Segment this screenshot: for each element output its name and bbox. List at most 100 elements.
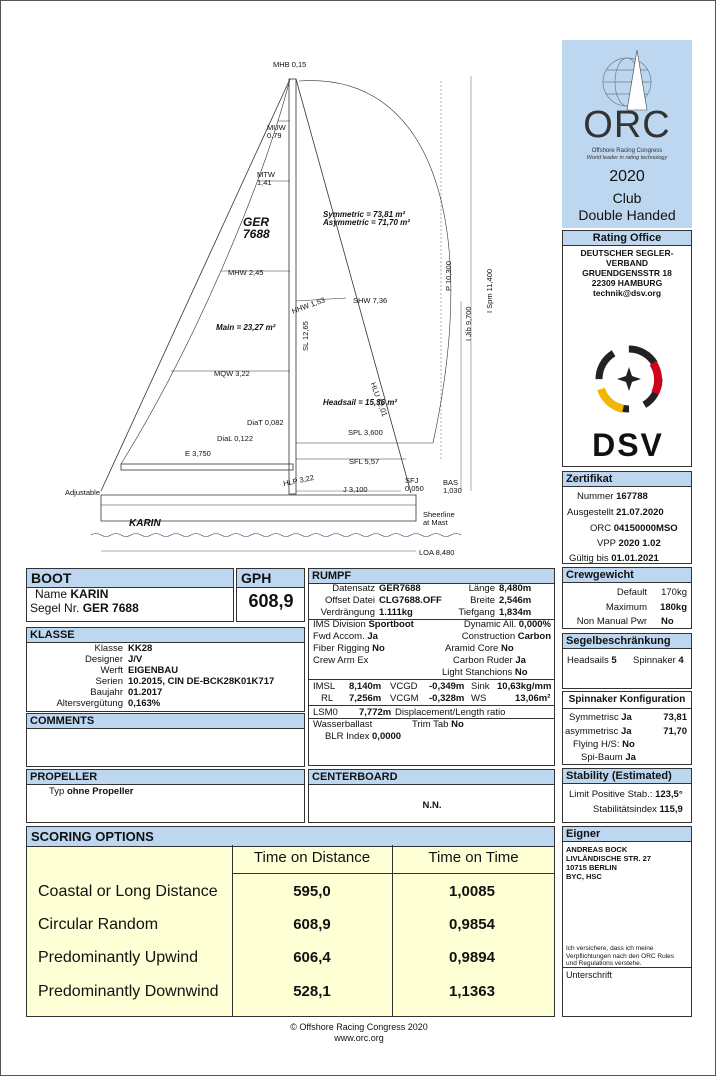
spin-sym-flag: Ja xyxy=(621,712,632,723)
label-ijib: I Jib 9,700 xyxy=(464,306,473,341)
rumpf-sink-label: Sink xyxy=(471,681,490,692)
rumpf-ims-value: Sportboot xyxy=(368,619,414,630)
rumpf-vcgm-value: -0,328m xyxy=(429,693,465,704)
propeller-typ: Typ ohne Propeller xyxy=(49,786,133,797)
crew-default-label: Default xyxy=(616,587,647,598)
propeller-typ-label: Typ xyxy=(49,786,65,797)
gph-box: GPH 608,9 xyxy=(236,568,305,622)
rumpf-dyn-value: 0,000% xyxy=(518,619,551,630)
stability-si: Stabilitätsindex 115,9 xyxy=(593,804,683,815)
boot-title: BOOT xyxy=(27,569,233,588)
eigner-declaration: Ich versichere, dass ich meine Verpflich… xyxy=(566,945,675,967)
klasse-box: KLASSE Klasse KK28 Designer J/V Werft EI… xyxy=(26,627,305,712)
stability-lps-label: Limit Positive Stab.: xyxy=(569,789,653,800)
rumpf-vcgm-label: VCGM xyxy=(390,693,419,704)
label-ger: GER 7688 xyxy=(243,215,270,241)
label-mhw: MHW 2,45 xyxy=(228,268,264,277)
label-dial: DiaL 0,122 xyxy=(217,434,253,443)
label-sfj: SFJ 0,050 xyxy=(405,476,424,493)
zertifikat-row-orc: ORC 04150000MSO xyxy=(590,523,678,534)
segel-box: Segelbeschränkung Headsails 5 Spinnaker … xyxy=(562,633,692,689)
rumpf-vcgd-value: -0,349m xyxy=(429,681,465,692)
spinnaker-sym: Symmetrisc Ja xyxy=(569,712,632,723)
rumpf-blr: BLR Index 0,0000 xyxy=(325,731,401,742)
boot-name: Name KARIN xyxy=(35,587,108,601)
footer-url: www.orc.org xyxy=(334,1033,384,1043)
klasse-value: J/V xyxy=(128,654,143,665)
label-mtw: MTW 1,41 xyxy=(257,170,275,187)
rumpf-box: RUMPF Datensatz GER7688 Offset Datei CLG… xyxy=(308,568,555,766)
boot-segel-value: GER 7688 xyxy=(82,601,139,615)
klasse-label: Baujahr xyxy=(90,687,123,698)
label-j: J 3,100 xyxy=(343,485,368,494)
zert-value: 167788 xyxy=(616,491,648,502)
scoring-row-label: Circular Random xyxy=(38,916,159,933)
rumpf-aramid-label: Aramid Core xyxy=(445,643,499,654)
rumpf-constr-value: Carbon xyxy=(517,631,551,642)
label-sfl: SFL 5,57 xyxy=(349,457,380,466)
zert-label: Gültig bis xyxy=(569,553,609,564)
mast-shape xyxy=(288,78,297,495)
crew-nmp-value: No xyxy=(661,616,674,627)
label-karin: KARIN xyxy=(129,518,161,529)
rumpf-rl-label: RL xyxy=(321,693,334,704)
rumpf-verdraengung-value: 1.111kg xyxy=(379,607,413,618)
rumpf-breite-label: Breite xyxy=(470,595,495,606)
spin-asym-label: asymmetrisc xyxy=(565,726,619,737)
zert-value: 2020 1.02 xyxy=(618,538,661,549)
segel-title: Segelbeschränkung xyxy=(563,634,691,649)
hull-shape xyxy=(100,494,417,522)
klasse-title: KLASSE xyxy=(27,628,304,643)
orc-class: Club xyxy=(612,190,642,206)
boot-name-label: Name xyxy=(35,587,68,601)
waterline xyxy=(90,533,462,537)
stability-si-value: 115,9 xyxy=(659,804,683,815)
rating-office-line: DEUTSCHER SEGLER- xyxy=(580,248,674,258)
comments-title: COMMENTS xyxy=(27,714,304,729)
spin-baum-value: Ja xyxy=(625,752,636,763)
rating-office-address: DEUTSCHER SEGLER- VERBAND GRUENDGENSSTR … xyxy=(563,246,691,298)
rumpf-aramid-value: No xyxy=(500,643,514,654)
scoring-row-tot: 1,0085 xyxy=(449,883,495,900)
spin-fly-label: Flying H/S: xyxy=(573,739,620,750)
orc-mode: Double Handed xyxy=(578,207,676,223)
label-diat: DiaT 0,082 xyxy=(247,418,284,427)
backstay-line xyxy=(100,78,291,492)
scoring-row-label: Predominantly Upwind xyxy=(38,949,199,966)
boot-segel: Segel Nr. GER 7688 xyxy=(30,601,139,615)
rumpf-tiefgang-label: Tiefgang xyxy=(458,607,495,618)
crew-nmp-label: Non Manual Pwr xyxy=(576,616,647,627)
rumpf-laenge-value: 8,480m xyxy=(499,583,532,594)
rumpf-fwd-label: Fwd Accom. xyxy=(313,631,365,642)
zert-label: ORC xyxy=(590,523,612,534)
gph-title: GPH xyxy=(237,569,304,588)
centerboard-title: CENTERBOARD xyxy=(309,770,554,785)
zert-label: Nummer xyxy=(577,491,614,502)
crew-max-label: Maximum xyxy=(605,602,647,613)
spinnaker-title: Spinnaker Konfiguration xyxy=(568,694,686,705)
rumpf-lsm-value: 7,772m xyxy=(359,707,392,718)
crewgewicht-box: Crewgewicht Default 170kg Maximum 180kg … xyxy=(562,567,692,629)
scoring-row-tot: 0,9894 xyxy=(449,949,495,966)
segel-headsails-label: Headsails xyxy=(567,655,609,666)
segel-headsails-value: 5 xyxy=(611,655,617,666)
stability-title: Stability (Estimated) xyxy=(563,769,691,784)
orc-logo-text: ORC xyxy=(583,104,671,146)
klasse-value: KK28 xyxy=(128,643,153,654)
eigner-line: LIVLÄNDISCHE STR. 27 xyxy=(566,854,652,863)
rumpf-fwd: Fwd Accom. Ja xyxy=(313,631,378,642)
rumpf-rl-value: 7,256m xyxy=(349,693,382,704)
label-sheer: Sheerline at Mast xyxy=(423,510,455,527)
zertifikat-row-ausgestellt: Ausgestellt 21.07.2020 xyxy=(567,507,664,518)
rumpf-laenge-label: Länge xyxy=(468,583,495,594)
zert-value: 01.01.2021 xyxy=(611,553,659,564)
rating-office-line: GRUENDGENSSTR 18 xyxy=(582,268,672,278)
rumpf-trim-label: Trim Tab xyxy=(412,719,449,730)
scoring-col-tod: Time on Distance xyxy=(253,849,371,866)
segel-spinnaker-label: Spinnaker xyxy=(633,655,676,666)
propeller-typ-value: ohne Propeller xyxy=(66,786,134,797)
zert-value: 21.07.2020 xyxy=(616,507,664,518)
eigner-box: Eigner ANDREAS BOCK LIVLÄNDISCHE STR. 27… xyxy=(562,826,692,1017)
scoring-row-tot: 0,9854 xyxy=(449,916,495,933)
